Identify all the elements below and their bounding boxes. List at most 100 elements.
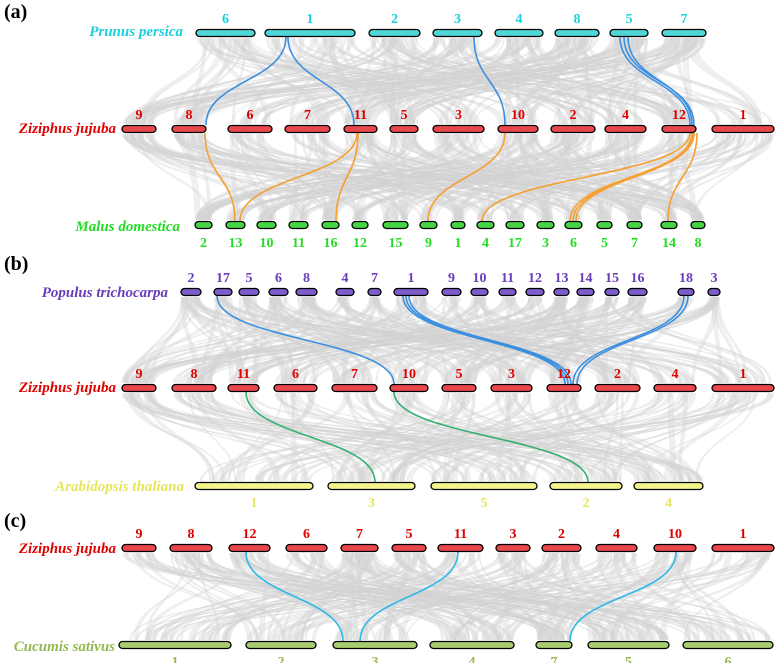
grey-link-populus-jujuba — [302, 297, 613, 383]
chromosome-label: 4 — [665, 496, 672, 511]
species-label-malus-domestica: Malus domestica — [74, 219, 180, 235]
chromosome-bar — [549, 481, 623, 491]
chromosome-label: 9 — [136, 527, 143, 542]
grey-link-populus-jujuba — [190, 297, 248, 383]
chromosome-label: 4 — [516, 12, 523, 27]
grey-link-jujuba-cucumis — [610, 553, 715, 640]
grey-link-prunus-jujuba — [202, 38, 466, 124]
chromosome-bar — [228, 543, 271, 553]
chromosome-label: 7 — [304, 108, 311, 123]
chromosome-label: 9 — [425, 236, 432, 251]
chromosome-bar — [711, 124, 775, 134]
grey-link-populus-jujuba — [123, 297, 346, 383]
chromosome-label: 11 — [501, 271, 514, 286]
chromosome-bar — [285, 543, 328, 553]
grey-link-populus-jujuba — [375, 297, 454, 383]
chromosome-bar — [121, 124, 157, 134]
chromosome-label: 11 — [292, 236, 305, 251]
grey-link-prunus-jujuba — [179, 38, 396, 124]
chromosome-bar — [194, 220, 213, 230]
grey-link-jujuba-cucumis — [621, 553, 701, 640]
chromosome-bar — [327, 481, 416, 491]
chromosome-label: 2 — [570, 108, 577, 123]
chromosome-label: 11 — [237, 367, 250, 382]
grey-link-populus-jujuba — [312, 297, 523, 383]
grey-link-populus-jujuba — [245, 297, 288, 383]
chromosome-bar — [180, 287, 202, 297]
grey-link-populus-jujuba — [535, 297, 760, 383]
chromosome-label: 9 — [136, 367, 143, 382]
grey-link-jujuba-arabidopsis — [129, 393, 341, 481]
highlight-link-blue — [473, 36, 506, 126]
chromosome-label: 11 — [354, 108, 367, 123]
grey-link-jujuba-cucumis — [361, 553, 471, 640]
chromosome-bar — [295, 287, 318, 297]
grey-link-jujuba-arabidopsis — [199, 393, 569, 481]
chromosome-label: 7 — [551, 655, 558, 663]
grey-link-populus-jujuba — [190, 297, 621, 383]
grey-link-jujuba-cucumis — [291, 553, 605, 640]
grey-link-prunus-jujuba — [294, 38, 598, 124]
grey-link-jujuba-malus — [353, 134, 733, 220]
chromosome-label: 10 — [402, 367, 416, 382]
highlight-link-orange — [335, 132, 359, 222]
chromosome-label: 5 — [601, 236, 608, 251]
chromosome-bar — [273, 383, 318, 393]
grey-link-jujuba-cucumis — [299, 553, 525, 640]
chromosome-bar — [225, 220, 246, 230]
chromosome-bar — [368, 28, 421, 38]
grey-link-jujuba-cucumis — [383, 553, 411, 640]
grey-link-jujuba-malus — [597, 134, 610, 220]
grey-link-populus-jujuba — [194, 297, 448, 383]
chromosome-label: 10 — [260, 236, 274, 251]
chromosome-label: 1 — [172, 655, 179, 663]
grey-link-populus-jujuba — [716, 297, 748, 383]
chromosome-label: 2 — [391, 12, 398, 27]
chromosome-label: 5 — [246, 271, 253, 286]
background-collinear-links — [121, 38, 774, 640]
grey-link-jujuba-cucumis — [405, 553, 546, 640]
chromosome-bar — [321, 220, 340, 230]
chromosome-bar — [609, 28, 649, 38]
grey-link-populus-jujuba — [172, 297, 543, 383]
grey-link-jujuba-arabidopsis — [564, 393, 584, 481]
chromosome-label: 1 — [455, 236, 462, 251]
grey-link-populus-jujuba — [691, 297, 719, 383]
grey-link-jujuba-arabidopsis — [351, 393, 759, 481]
grey-link-jujuba-arabidopsis — [442, 393, 716, 481]
chromosome-label: 5 — [481, 496, 488, 511]
grey-link-jujuba-malus — [242, 134, 581, 220]
grey-link-jujuba-cucumis — [239, 553, 555, 640]
chromosome-bar — [213, 287, 233, 297]
highlight-link-orange — [481, 132, 691, 222]
chromosome-label: 9 — [448, 271, 455, 286]
chromosome-label: 12 — [672, 108, 686, 123]
grey-link-jujuba-arabidopsis — [663, 393, 736, 481]
highlight-link-cyan — [569, 551, 677, 642]
chromosome-label: 6 — [570, 236, 577, 251]
chromosome-label: 18 — [679, 271, 693, 286]
chromosome-bar — [331, 383, 378, 393]
grey-link-jujuba-arabidopsis — [147, 393, 497, 481]
chromosome-label: 6 — [275, 271, 282, 286]
grey-link-jujuba-cucumis — [498, 553, 719, 640]
chromosome-label: 3 — [372, 655, 379, 663]
grey-link-jujuba-cucumis — [458, 553, 570, 640]
grey-link-jujuba-malus — [515, 134, 632, 220]
chromosome-bar — [288, 220, 309, 230]
chromosome-bar — [171, 124, 207, 134]
grey-link-jujuba-arabidopsis — [174, 393, 693, 481]
chromosome-label: 16 — [324, 236, 338, 251]
grey-link-prunus-jujuba — [292, 38, 585, 124]
grey-link-prunus-jujuba — [199, 38, 280, 124]
highlight-link-orange — [575, 132, 694, 222]
chromosome-bar — [535, 640, 573, 650]
chromosome-bar — [389, 383, 429, 393]
chromosome-label: 4 — [613, 527, 620, 542]
chromosome-bar — [498, 287, 517, 297]
chromosome-bar — [594, 383, 641, 393]
grey-link-jujuba-malus — [366, 134, 639, 220]
chromosome-label: 8 — [695, 236, 702, 251]
highlighted-gene-links — [204, 36, 698, 642]
grey-link-populus-jujuba — [238, 297, 538, 383]
